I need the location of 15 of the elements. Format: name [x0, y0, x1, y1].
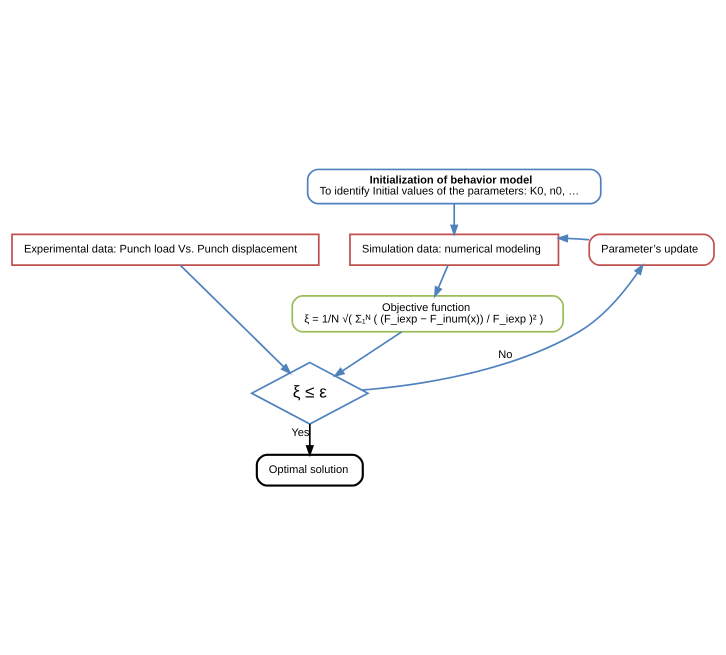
arrow [180, 264, 292, 375]
arrow [450, 204, 458, 237]
arrow [332, 331, 402, 378]
node-box: Parameter’s update [588, 234, 715, 266]
arrow [306, 424, 314, 458]
arrow [434, 265, 449, 298]
arrow [556, 234, 590, 243]
arrow [362, 263, 644, 391]
node-box: Simulation data: numerical modeling [349, 234, 560, 266]
edge-label: No [498, 348, 512, 361]
node-box: Objective function ξ = 1/N √( Σ₁ᴺ ( (F_iexp − F_inum(x)) / F_iexp )² ) [291, 295, 564, 333]
edge-label: Yes [291, 427, 310, 440]
node-box: Initialization of behavior model To identify Initial values of the parameters: K0, n0, … [306, 168, 602, 204]
node-box: Experimental data: Punch load Vs. Punch displacement [11, 234, 320, 266]
node-box: Optimal solution [256, 454, 364, 487]
